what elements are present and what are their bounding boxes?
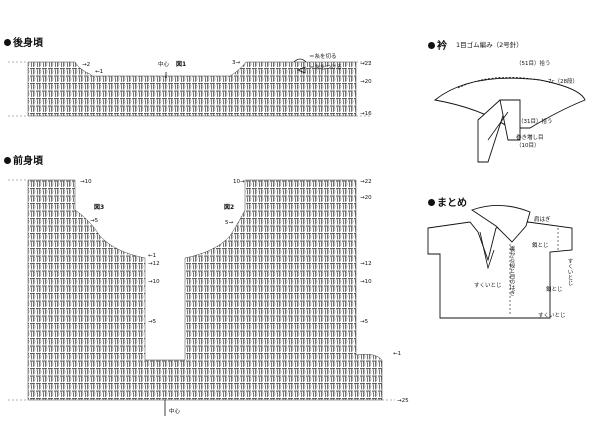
finishing-slip-stitch-left: すくいとじ (474, 283, 502, 289)
finishing-drawing (427, 205, 573, 319)
front-left-mark-5: →5 (90, 218, 99, 224)
back-right-mark-16: →16 (360, 111, 372, 117)
legend-cut-yarn: ＝糸を切る (309, 54, 337, 60)
back-right-mark-22: →22 (360, 61, 372, 67)
front-right-mark-25: →25 (397, 398, 409, 404)
legend-attach-yarn: ＝糸をつける (309, 65, 343, 71)
front-right-mark-5b: →5 (360, 319, 369, 325)
finishing-chain-right: 鎖とじ (532, 243, 549, 249)
back-panel-header: 後身頃 (4, 34, 43, 49)
collar-pick-up-top: （51目）拾う (516, 61, 551, 67)
collar-header: 衿 (428, 37, 447, 52)
front-center-label: 中心 (169, 409, 181, 415)
finishing-side-join: 裏から段と目のはぎ (508, 246, 515, 296)
back-diagram-label: 図1 (176, 61, 187, 68)
collar-wrap: 巻き増し目 (516, 135, 544, 141)
front-left-mark-12: →12 (148, 261, 160, 267)
collar-pick-up-bottom: （31目）拾う (518, 119, 553, 125)
back-center-label: 中心 (158, 62, 170, 68)
collar-wrap-count: （10目） (516, 143, 540, 149)
front-right-mark-20: →20 (360, 195, 372, 201)
finishing-slip-stitch-bottom: すくいとじ (538, 313, 566, 319)
front-panel-chart (8, 179, 395, 416)
front-left-mark-5b: →5 (148, 319, 157, 325)
collar-width: 7c（28段） (548, 79, 579, 85)
front-right-mark-22: →22 (360, 179, 372, 185)
collar-drawing (433, 76, 586, 163)
front-left-mark-1: ←1 (148, 253, 157, 259)
back-panel-chart (8, 61, 372, 117)
back-right-mark-20: →20 (360, 79, 372, 85)
finishing-chain-left: 鎖とじ (546, 287, 563, 293)
front-right-mark-12: →12 (360, 261, 372, 267)
front-left-mark-10b: →10 (148, 279, 160, 285)
front-diagram-right: 図2 (224, 204, 235, 211)
back-left-mark-1: ←1 (95, 69, 104, 75)
front-right-mark-10b: →10 (360, 279, 372, 285)
back-left-mark-2: →2 (82, 62, 91, 68)
back-right-mark-3: 3→ (232, 60, 241, 66)
finishing-header: まとめ (428, 194, 467, 209)
legend-marks (293, 58, 307, 74)
finishing-shoulder-join: 肩はぎ (534, 217, 551, 223)
front-right-mark-5: 5→ (225, 220, 234, 226)
front-panel-header: 前身頃 (4, 152, 43, 167)
collar-title-note: 1目ゴム編み（2号針） (456, 41, 523, 49)
front-right-mark-10: 10→ (233, 179, 245, 185)
front-diagram-left: 図3 (94, 204, 105, 211)
front-right-mark-1: ←1 (393, 351, 402, 357)
front-left-mark-10: →10 (80, 179, 92, 185)
finishing-slip-stitch-sleeve: すくいとじ (566, 258, 573, 286)
